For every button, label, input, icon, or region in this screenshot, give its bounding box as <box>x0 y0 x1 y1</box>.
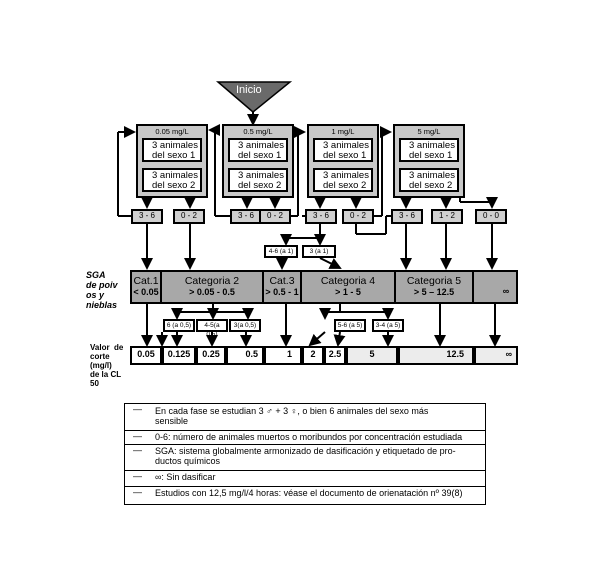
animal-group-sex1: 3 animales del sexo 1 <box>399 138 459 162</box>
category-unclassified: ∞ <box>496 286 516 297</box>
cutoff-value: ∞ <box>474 346 518 365</box>
animal-group-sex2: 3 animales del sexo 2 <box>313 168 373 192</box>
category-3: Cat.3 > 0.5 - 1 <box>264 276 300 298</box>
divider <box>160 270 162 304</box>
legend-dash: — <box>133 445 142 455</box>
category-range: ∞ <box>502 286 510 296</box>
cutoff-value: 1 <box>264 346 302 365</box>
concentration-box-1: 1 mg/L 3 animales del sexo 1 3 animales … <box>307 124 379 198</box>
animal-group-sex1: 3 animales del sexo 1 <box>228 138 288 162</box>
cutoff-value: 0.05 <box>130 346 162 365</box>
legend-dash: — <box>133 431 142 441</box>
result-box: 0 - 0 <box>475 209 507 224</box>
concentration-title: 0.5 mg/L <box>243 127 273 136</box>
category-name: Cat.3 <box>269 275 295 287</box>
category-name: Categoria 5 <box>406 275 462 287</box>
divider <box>300 270 302 304</box>
concentration-title: 1 mg/L <box>331 127 355 136</box>
legend-text: En cada fase se estudian 3 ♂ + 3 ♀, o bi… <box>155 406 429 426</box>
category-name: Categoria 4 <box>320 275 376 287</box>
concentration-title: 5 mg/L <box>417 127 441 136</box>
category-range: < 0.05 <box>133 287 159 297</box>
divider <box>394 270 396 304</box>
concentration-box-5: 5 mg/L 3 animales del sexo 1 3 animales … <box>393 124 465 198</box>
legend-item: — Estudios con 12,5 mg/l/4 horas: véase … <box>125 486 485 499</box>
legend-item: — En cada fase se estudian 3 ♂ + 3 ♀, o … <box>125 404 485 428</box>
legend-item: — SGA: sistema globalmente armonizado de… <box>125 444 485 468</box>
result-box: 3 - 6 <box>391 209 423 224</box>
animal-group-sex2: 3 animales del sexo 2 <box>142 168 202 192</box>
cutoff-value: 0.5 <box>226 346 264 365</box>
divider <box>262 270 264 304</box>
cutoff-value: 0.25 <box>196 346 226 365</box>
legend-item: — ∞: Sin dasificar <box>125 470 485 483</box>
concentration-title: 0.05 mg/L <box>155 127 189 136</box>
category-range: > 1 - 5 <box>335 287 361 297</box>
sub-result-box: 3(a 0,5) <box>229 319 261 332</box>
cutoff-value: 2.5 <box>324 346 346 365</box>
legend-box: — En cada fase se estudian 3 ♂ + 3 ♀, o … <box>124 403 486 505</box>
animal-group-sex2: 3 animales del sexo 2 <box>399 168 459 192</box>
result-box: 0 - 2 <box>259 209 291 224</box>
cutoff-label: Valor de corte (mg/l) de la CL 50 <box>90 343 124 388</box>
category-name: Cat.1 <box>133 275 159 287</box>
legend-text: 0-6: número de animales muertos o moribu… <box>155 432 463 442</box>
result-box: 3 - 6 <box>305 209 337 224</box>
sub-result-box: 5-6 (a 5) <box>334 319 366 332</box>
result-box: 0 - 2 <box>173 209 205 224</box>
category-2: Categoria 2 > 0.05 - 0.5 <box>162 276 262 298</box>
cutoff-value: 5 <box>346 346 398 365</box>
animal-group-sex2: 3 animales del sexo 2 <box>228 168 288 192</box>
result-box: 0 - 2 <box>342 209 374 224</box>
category-name: Categoria 2 <box>184 275 240 287</box>
category-range: > 5 – 12.5 <box>413 287 455 297</box>
cutoff-value: 12.5 <box>398 346 474 365</box>
result-box: 3 - 6 <box>230 209 262 224</box>
start-label: Inicio <box>236 84 262 96</box>
legend-dash: — <box>133 471 142 481</box>
result-box: 3 - 6 <box>131 209 163 224</box>
legend-text: Estudios con 12,5 mg/l/4 horas: véase el… <box>155 488 463 498</box>
legend-dash: — <box>133 404 142 414</box>
sub-result-box: 3-4 (a 5) <box>372 319 404 332</box>
result-box: 1 - 2 <box>431 209 463 224</box>
legend-dash: — <box>133 487 142 497</box>
animal-group-sex1: 3 animales del sexo 1 <box>142 138 202 162</box>
cutoff-value: 0.125 <box>162 346 196 365</box>
category-range: > 0.5 - 1 <box>265 287 299 297</box>
legend-text: SGA: sistema globalmente armonizado de d… <box>155 446 456 466</box>
legend-text: ∞: Sin dasificar <box>155 472 216 482</box>
sga-label: SGA de poiv os y nieblas <box>86 270 118 310</box>
concentration-box-0-05: 0.05 mg/L 3 animales del sexo 1 3 animal… <box>136 124 208 198</box>
sub-result-box: 4-5(a 0,5) <box>196 319 228 338</box>
divider <box>472 270 474 304</box>
category-1: Cat.1 < 0.05 <box>132 276 160 298</box>
sub-result-box: 6 (a 0,5) <box>163 319 195 332</box>
cutoff-value: 2 <box>302 346 324 365</box>
concentration-box-0-5: 0.5 mg/L 3 animales del sexo 1 3 animale… <box>222 124 294 198</box>
category-5: Categoria 5 > 5 – 12.5 <box>396 276 472 298</box>
legend-item: — 0-6: número de animales muertos o mori… <box>125 430 485 443</box>
category-4: Categoria 4 > 1 - 5 <box>302 276 394 298</box>
sub-result-box: 3 (a 1) <box>302 245 336 258</box>
sub-result-box: 4-6 (a 1) <box>264 245 298 258</box>
category-range: > 0.05 - 0.5 <box>189 287 235 297</box>
animal-group-sex1: 3 animales del sexo 1 <box>313 138 373 162</box>
category-band <box>130 270 518 304</box>
